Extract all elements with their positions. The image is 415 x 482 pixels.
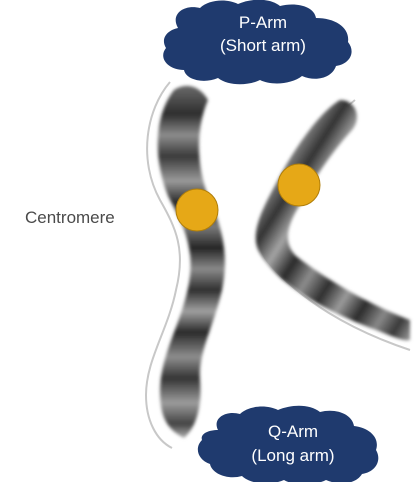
centromere-label: Centromere (25, 208, 115, 228)
centromere-marker-right (278, 164, 320, 206)
p-arm-title: P-Arm (170, 13, 356, 33)
centromere-marker-left (176, 189, 218, 231)
q-arm-subtitle: (Long arm) (200, 446, 386, 466)
p-arm-subtitle: (Short arm) (170, 36, 356, 56)
q-arm-title: Q-Arm (200, 422, 386, 442)
left-chromatid (158, 86, 225, 438)
q-arm-callout: Q-Arm (Long arm) (200, 404, 386, 482)
right-chromatid (256, 100, 410, 340)
p-arm-callout: P-Arm (Short arm) (170, 0, 356, 82)
